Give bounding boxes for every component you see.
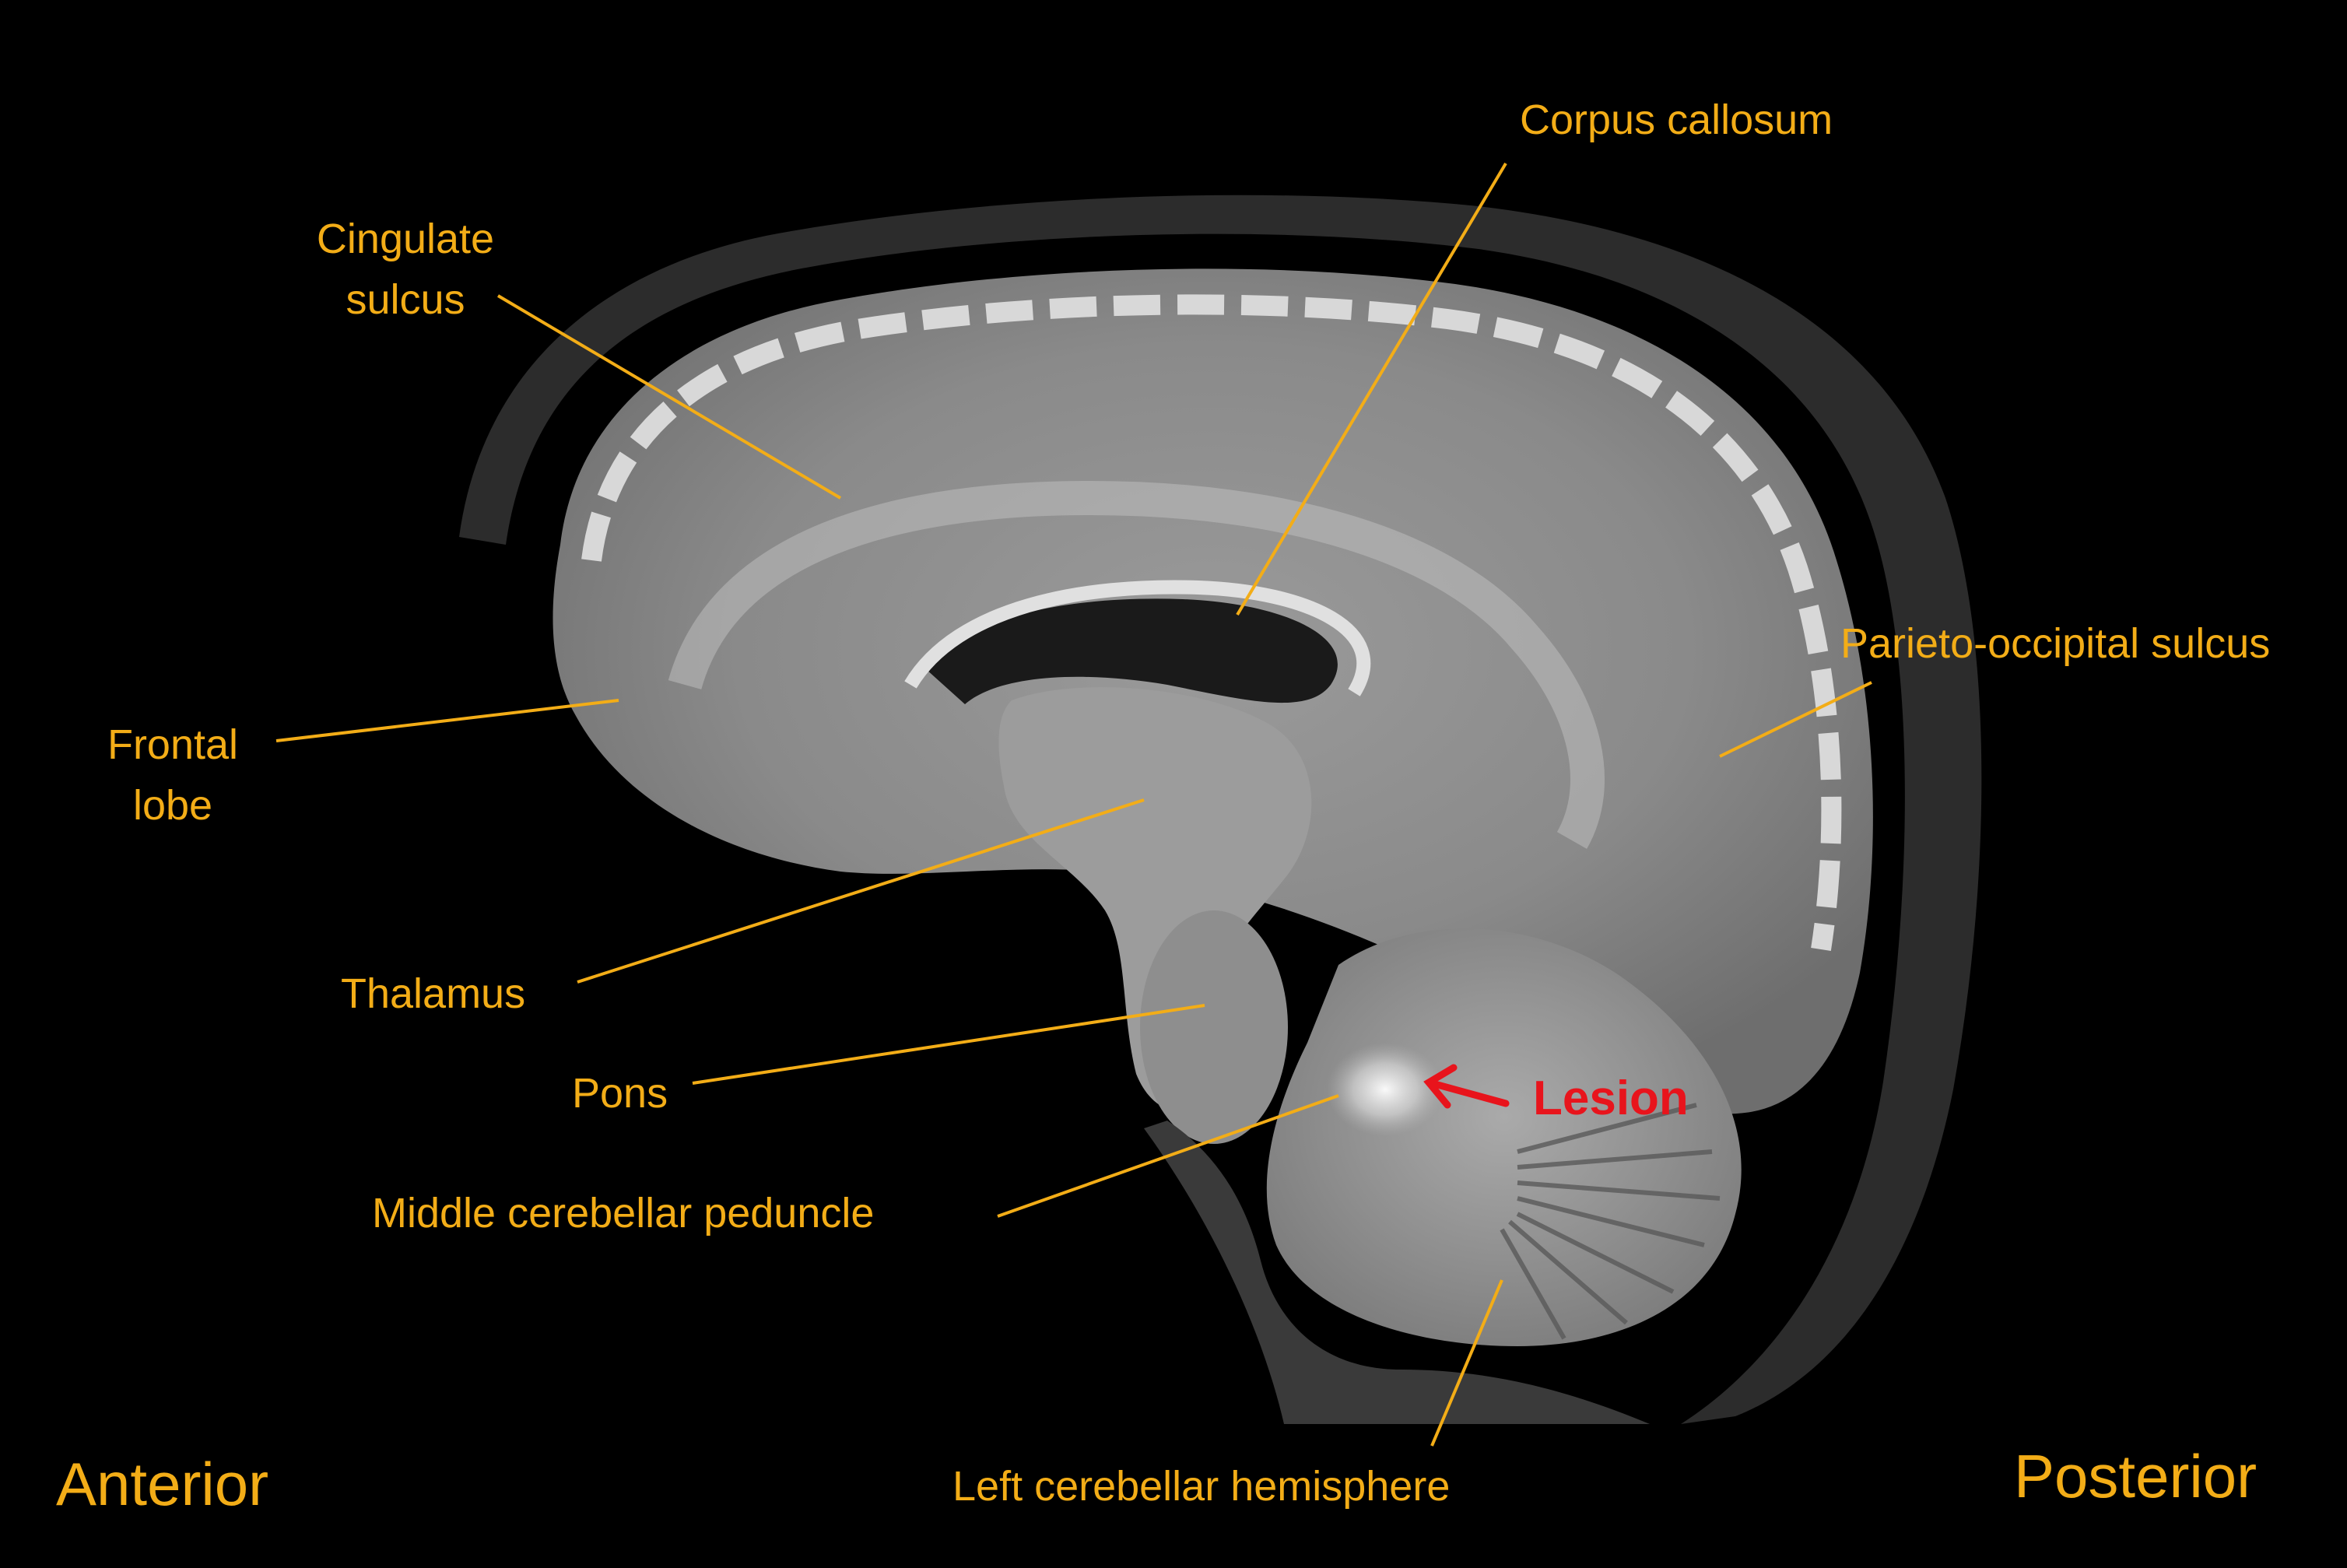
frontal-lobe-line2: lobe [132, 782, 213, 829]
neck-shadow [0, 895, 1152, 1568]
cerebellar-folia [1500, 1103, 1721, 1340]
pons-label: Pons [572, 1070, 668, 1117]
lesion-label: Lesion [1533, 1072, 1689, 1125]
frontal-lobe-line1: Frontal [107, 721, 239, 768]
lesion-spot [1327, 1043, 1444, 1136]
parieto-occipital-sulcus-label: Parieto-occipital sulcus [1840, 620, 2271, 667]
cortical-rim [581, 294, 1842, 952]
anterior-orientation-label: Anterior [56, 1450, 269, 1518]
thalamus-label: Thalamus [341, 970, 526, 1017]
cingulate-sulcus-label: Cingulate sulcus [307, 209, 503, 330]
neck-structures [1144, 1121, 1650, 1424]
left-cerebellar-hemisphere-label: Left cerebellar hemisphere [952, 1463, 1451, 1510]
corpus-callosum-shape [926, 598, 1338, 704]
posterior-orientation-label: Posterior [2014, 1442, 2258, 1510]
scalp-outline [459, 195, 1982, 1424]
cingulate-sulcus-line2: sulcus [346, 276, 465, 323]
frontal-lobe-label: Frontal lobe [95, 714, 251, 836]
cingulate-sulcus-line1: Cingulate [316, 216, 495, 262]
corpus-callosum-label: Corpus callosum [1520, 96, 1833, 143]
cerebellum-shape [1266, 928, 1742, 1346]
middle-cerebellar-peduncle-label: Middle cerebellar peduncle [372, 1190, 875, 1237]
thalamus-shape [998, 687, 1312, 1113]
cingulate-band [668, 480, 1605, 849]
leader-lines [275, 162, 1872, 1447]
lesion-arrow [1423, 1064, 1510, 1109]
pons-shape [1140, 910, 1288, 1144]
